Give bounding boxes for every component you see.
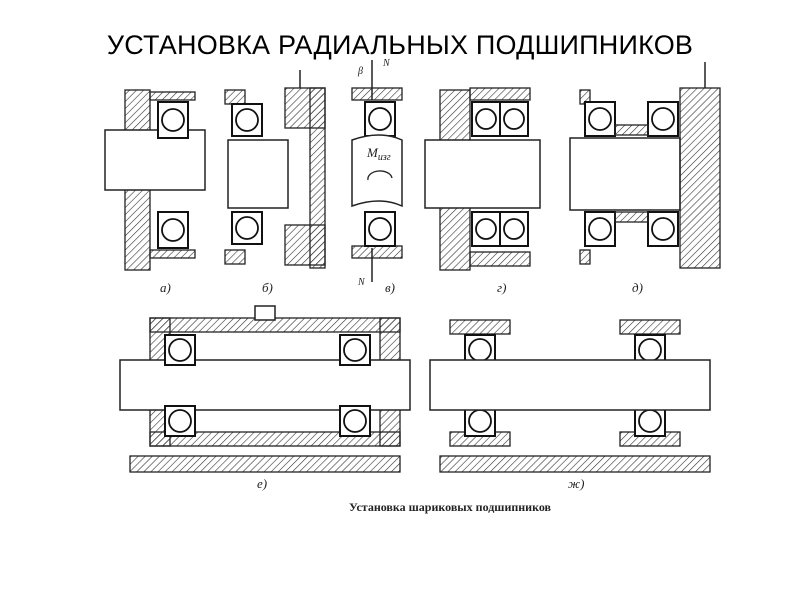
housing-section [579, 249, 591, 265]
bearing-ball [638, 338, 662, 362]
housing-section [614, 211, 649, 223]
ground [439, 455, 711, 473]
housing-section [351, 245, 403, 259]
bearing-ball [475, 218, 497, 240]
slide-title: УСТАНОВКА РАДИАЛЬНЫХ ПОДШИПНИКОВ [106, 30, 694, 60]
bearing-ball [503, 108, 525, 130]
label-v: в) [385, 280, 395, 295]
housing-section [149, 91, 196, 101]
shaft [119, 359, 411, 411]
bearing-ball [651, 217, 675, 241]
label-a: а) [160, 280, 171, 295]
housing-section [309, 87, 326, 269]
bearing-ball [168, 338, 192, 362]
bearing-ball [588, 217, 612, 241]
force-n-top: N [382, 58, 391, 69]
bearing-ball [468, 338, 492, 362]
shaft [424, 139, 541, 209]
beta-label: β [357, 66, 363, 77]
label-d: д) [632, 280, 643, 295]
bearing-ball [168, 409, 192, 433]
shaft [227, 139, 289, 209]
shaft [104, 129, 206, 191]
figure-caption: Установка шариковых подшипников [348, 500, 552, 514]
bearing-ball [368, 217, 392, 241]
bearing-ball [475, 108, 497, 130]
housing-section [224, 249, 246, 265]
shaft [429, 359, 711, 411]
bearing-ball [343, 338, 367, 362]
label-zh: ж) [568, 476, 584, 491]
bent-shaft [351, 134, 403, 208]
housing-section [469, 251, 531, 267]
bearing-ball [588, 107, 612, 131]
bearing-ball [235, 108, 259, 132]
bearing-ball [468, 409, 492, 433]
shaft [569, 137, 681, 211]
housing-section [679, 87, 721, 269]
housing-section [449, 319, 511, 335]
housing-section [224, 89, 246, 105]
housing-section [619, 319, 681, 335]
moment-arrow [367, 170, 393, 181]
housing-section [614, 124, 649, 136]
bearing-ball [343, 409, 367, 433]
housing-section [469, 87, 531, 101]
force-n-bottom: N [357, 277, 366, 288]
bearing-ball [368, 107, 392, 131]
label-b: б) [262, 280, 273, 295]
vent-plug [254, 305, 276, 321]
bearing-ball [235, 216, 259, 240]
housing-section [149, 249, 196, 259]
bearing-ball [161, 108, 185, 132]
label-g: г) [497, 280, 506, 295]
ground [129, 455, 401, 473]
bearing-ball [161, 218, 185, 242]
bearing-ball [638, 409, 662, 433]
bearing-ball [503, 218, 525, 240]
moment-label: Mизг [366, 145, 391, 163]
housing-section [351, 87, 403, 101]
bearing-ball [651, 107, 675, 131]
label-e: е) [257, 476, 267, 491]
